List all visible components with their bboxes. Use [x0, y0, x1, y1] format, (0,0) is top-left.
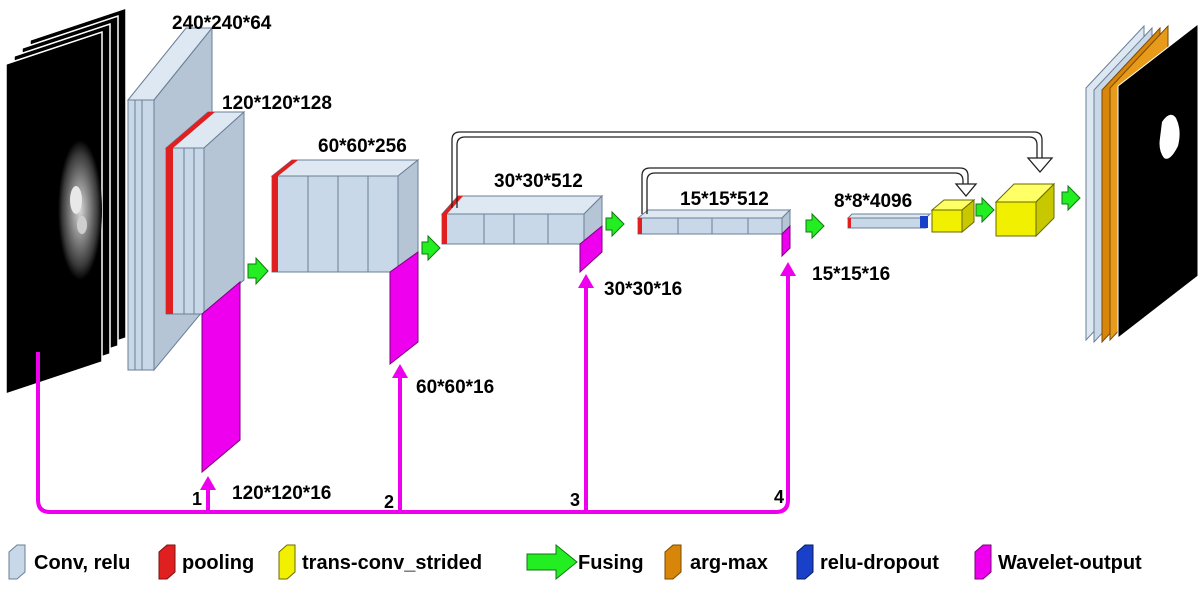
output-stack — [1085, 22, 1199, 344]
wavelet-output-1 — [201, 280, 241, 474]
wavelet-output-3 — [579, 224, 603, 274]
wavelet4-shape-label: 15*15*16 — [812, 264, 891, 285]
trans-conv-large — [994, 182, 1056, 238]
branch-number-1: 1 — [192, 489, 203, 509]
pool-block-2 — [270, 158, 420, 274]
input-shape-label: 240*240*64 — [172, 13, 272, 34]
pool4-shape-label: 15*15*512 — [680, 189, 769, 210]
fusing-arrow-4 — [805, 212, 825, 240]
trans-conv-small — [930, 198, 976, 234]
branch-number-3: 3 — [570, 490, 581, 510]
legend: Conv, relu pooling trans-conv_strided Fu… — [0, 530, 1200, 594]
legend-label-wavelet-output: Wavelet-output — [998, 552, 1142, 574]
pool-block-4 — [636, 208, 792, 236]
arg-max-swatch — [664, 544, 682, 580]
legend-label-pooling: pooling — [182, 552, 255, 574]
tumor-mask-shape — [1159, 114, 1180, 159]
segmentation-mask — [1117, 22, 1199, 340]
trans-conv-swatch — [278, 544, 296, 580]
skip-connection-1 — [451, 131, 1054, 208]
pool2-shape-label: 60*60*256 — [318, 136, 407, 157]
conv-relu-swatch — [8, 544, 26, 580]
fusing-arrow-icon — [526, 544, 578, 580]
legend-label-trans-conv: trans-conv_strided — [302, 552, 483, 574]
pool3-shape-label: 30*30*512 — [494, 171, 583, 192]
fusing-arrow-1 — [247, 256, 269, 286]
relu-dropout-layer — [920, 216, 928, 228]
branch-number-2: 2 — [384, 492, 395, 512]
pooling-swatch — [158, 544, 176, 580]
legend-label-fusing: Fusing — [578, 552, 644, 574]
skip-connection-2 — [641, 167, 978, 214]
pool-block-3 — [440, 194, 604, 246]
wavelet-output-swatch — [974, 544, 992, 580]
branch-number-4: 4 — [774, 487, 785, 507]
wavelet1-shape-label: 120*120*16 — [232, 483, 332, 504]
fusing-arrow-5 — [975, 196, 995, 224]
input-image-stack — [5, 6, 127, 396]
legend-label-arg-max: arg-max — [690, 552, 768, 574]
relu-dropout-swatch — [796, 544, 814, 580]
fc-shape-label: 8*8*4096 — [834, 191, 913, 212]
fusing-arrow-6 — [1061, 184, 1081, 212]
pool1-shape-label: 120*120*128 — [222, 93, 332, 114]
wavelet3-shape-label: 30*30*16 — [604, 279, 683, 300]
wavelet-output-2 — [389, 251, 419, 366]
legend-label-relu-dropout: relu-dropout — [820, 552, 939, 574]
pool-block-1 — [164, 110, 246, 316]
fusing-arrow-3 — [605, 210, 625, 238]
wavelet-arrowheads — [200, 262, 796, 490]
wavelet2-shape-label: 60*60*16 — [416, 377, 495, 398]
wavelet-output-4 — [781, 224, 791, 258]
wavelet-path — [36, 272, 790, 514]
fc-block — [846, 213, 932, 229]
fusing-arrow-2 — [421, 234, 441, 262]
legend-label-conv-relu: Conv, relu — [34, 552, 131, 574]
